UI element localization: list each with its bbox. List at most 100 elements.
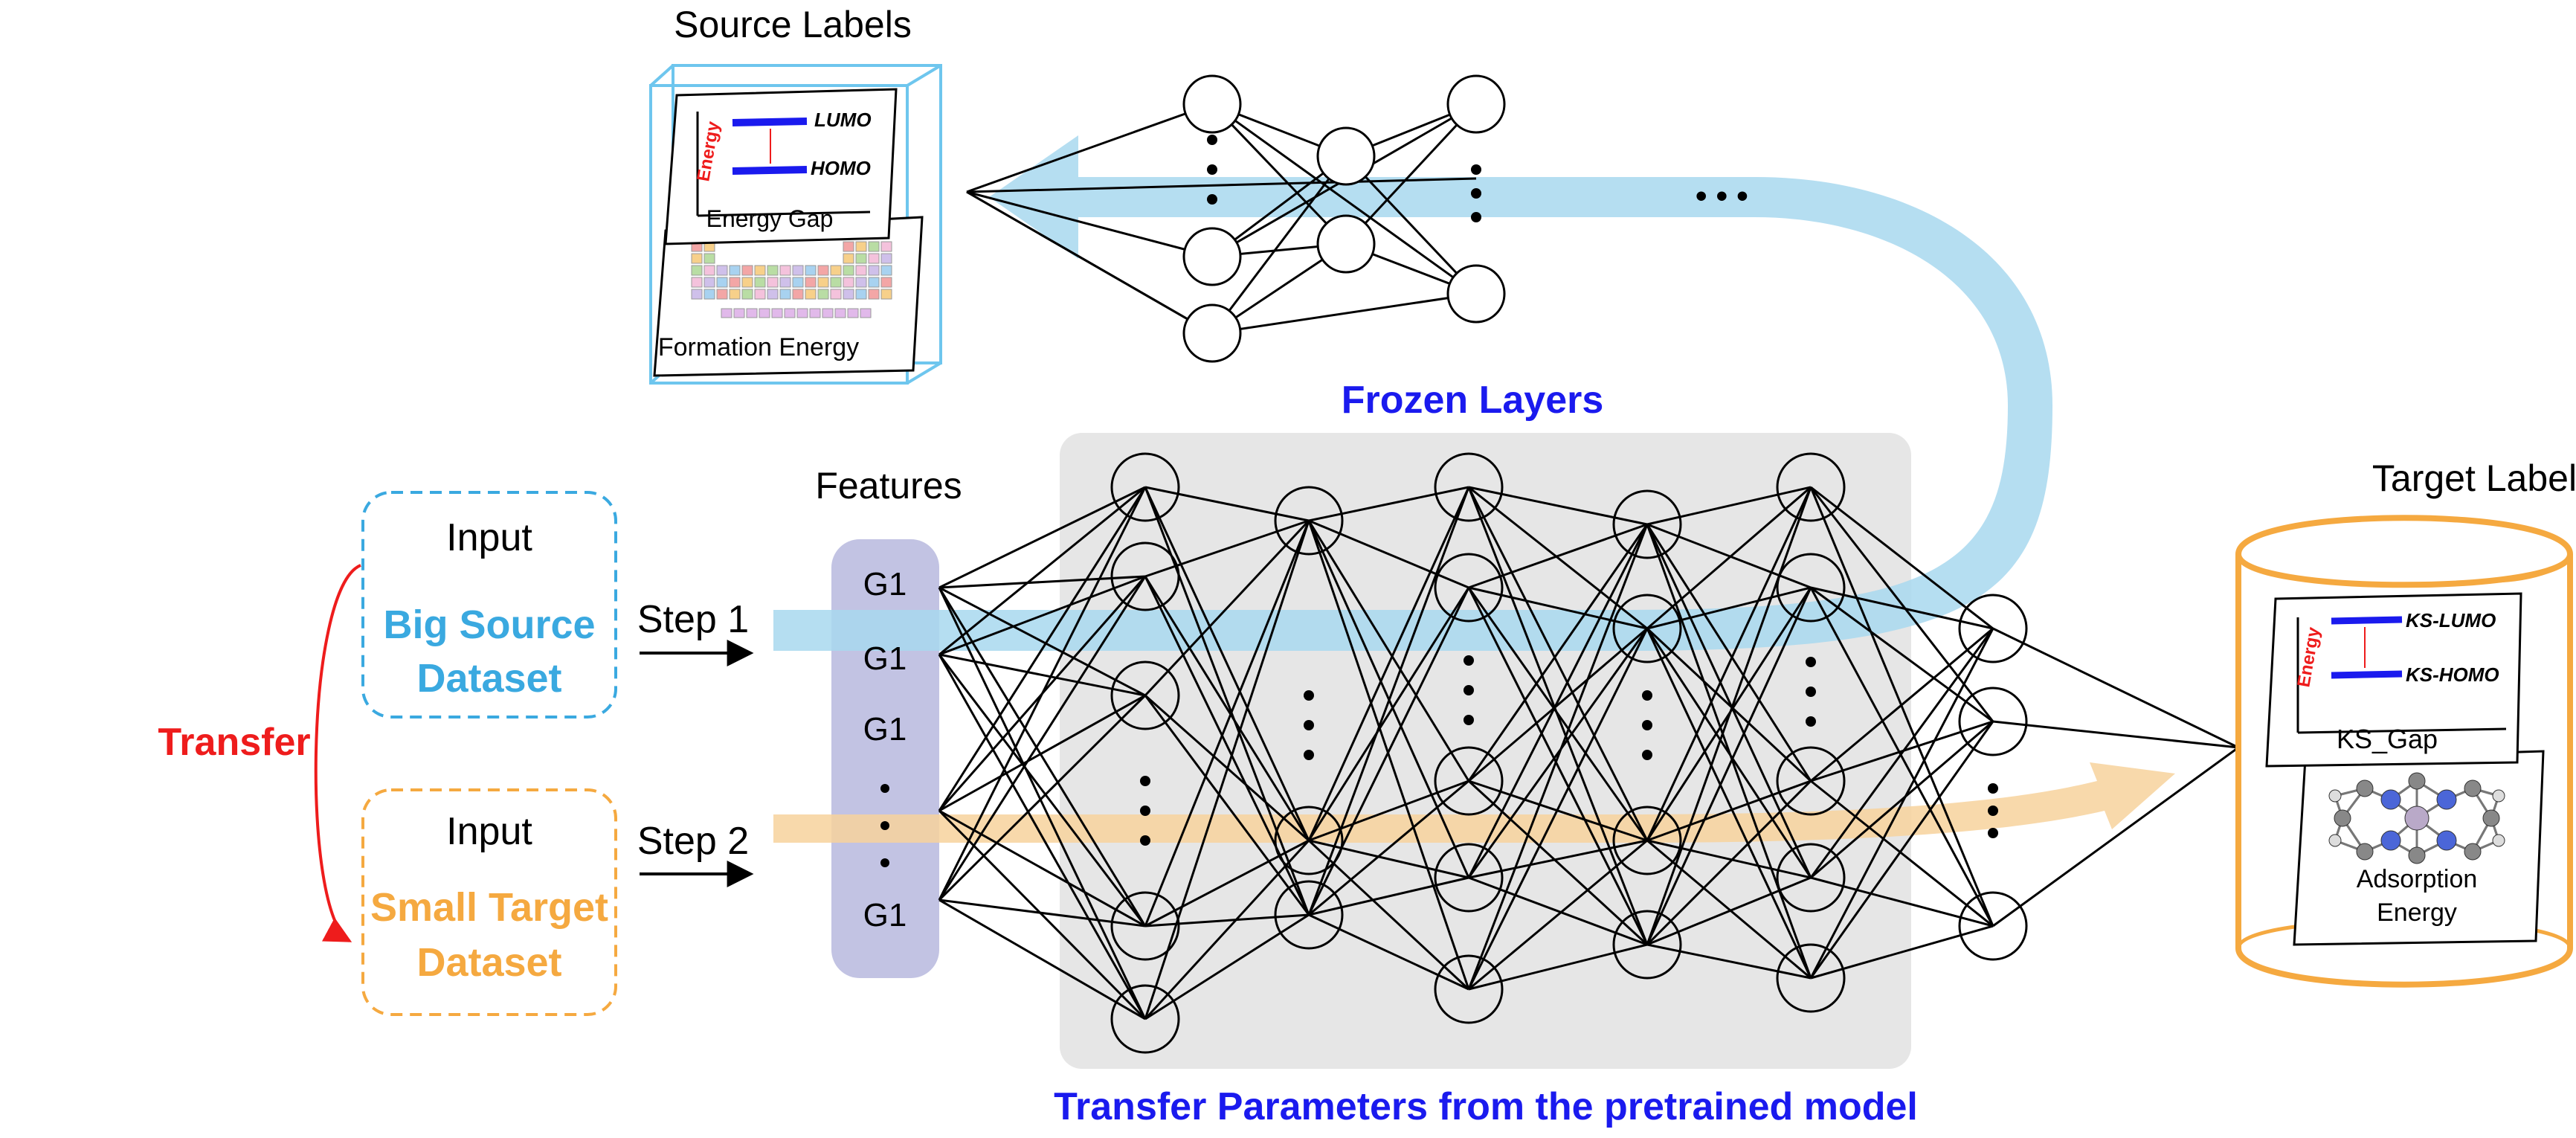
periodic-cell <box>741 265 753 276</box>
ellipsis-dot <box>1464 655 1474 666</box>
lumo-bar <box>732 118 808 126</box>
molecule-atom <box>2464 779 2482 797</box>
network-edge <box>1345 103 1478 245</box>
cylinder-bottom-arc <box>2235 948 2573 988</box>
feature-item: G1 <box>863 640 907 677</box>
network-node <box>1274 486 1344 556</box>
periodic-cell <box>741 289 753 300</box>
network-node <box>1316 126 1376 186</box>
molecule-atom <box>2408 772 2426 790</box>
periodic-cell <box>792 265 804 276</box>
network-edge <box>1211 103 1347 245</box>
network-edge <box>1307 486 1470 916</box>
feature-item: G1 <box>863 711 907 748</box>
network-edge <box>1468 839 1648 991</box>
network-node <box>1612 806 1682 875</box>
molecule-atom <box>2482 809 2500 827</box>
lumo-label: LUMO <box>814 109 872 131</box>
periodic-cell <box>860 308 872 318</box>
ellipsis-dot <box>1642 690 1652 701</box>
periodic-cell <box>721 308 732 318</box>
periodic-cell <box>843 289 854 300</box>
periodic-cell <box>868 277 880 288</box>
ellipsis-dot <box>1304 720 1314 730</box>
network-edge <box>1646 839 1812 879</box>
molecule-atom <box>2334 809 2351 827</box>
network-edge <box>938 694 1146 812</box>
network-node <box>1274 880 1344 950</box>
network-node <box>1434 843 1504 913</box>
periodic-cell <box>746 308 758 318</box>
ellipsis-dot <box>1207 164 1217 175</box>
network-edge <box>1345 155 1478 295</box>
periodic-cell <box>817 265 829 276</box>
ellipsis-dot <box>1471 188 1481 199</box>
periodic-cell <box>767 277 779 288</box>
network-edge <box>1307 839 1470 991</box>
network-edge <box>1467 524 1649 878</box>
network-edge <box>1307 587 1470 841</box>
periodic-cell <box>716 289 728 300</box>
network-edge <box>1646 486 1812 945</box>
network-node <box>1110 891 1180 961</box>
network-node <box>1434 452 1504 522</box>
target-transfer-band <box>773 762 2175 843</box>
network-edge <box>938 898 1146 1020</box>
periodic-cell <box>716 265 728 276</box>
ellipsis-dot <box>1806 657 1816 667</box>
network-edge <box>1468 486 1648 526</box>
periodic-cell <box>880 265 892 276</box>
network-edge <box>1144 576 1310 841</box>
network-edge <box>938 576 1147 901</box>
periodic-cell <box>703 289 715 300</box>
feature-dot <box>880 858 889 867</box>
ellipsis-dot <box>1304 750 1314 760</box>
network-edge <box>1646 779 1812 946</box>
network-edge <box>1144 839 1310 1020</box>
network-edge <box>1646 839 1812 980</box>
periodic-cell <box>767 265 779 276</box>
periodic-cell <box>843 265 854 276</box>
periodic-cell <box>880 241 892 252</box>
molecule-atom <box>2404 806 2430 831</box>
cube-edge <box>906 64 942 87</box>
network-edge <box>1144 913 1310 1020</box>
network-edge <box>938 486 1146 589</box>
network-edge <box>1467 524 1649 782</box>
periodic-cell <box>703 265 715 276</box>
ks-axis-x <box>2297 727 2507 734</box>
feature-item: G1 <box>863 566 907 602</box>
network-node <box>1434 954 1504 1024</box>
periodic-cell <box>691 277 703 288</box>
cylinder-top-arc <box>2235 515 2574 588</box>
periodic-cell <box>691 289 703 300</box>
big-source-line1: Big Source <box>383 602 595 647</box>
network-edge <box>1144 520 1310 1020</box>
big-source-line2: Dataset <box>416 656 561 701</box>
adsorption-line2: Energy <box>2377 898 2457 927</box>
ellipsis-dot <box>1207 135 1217 145</box>
features-title: Features <box>815 465 962 507</box>
network-edge <box>1809 486 1994 722</box>
network-edge <box>1468 523 1648 589</box>
step2-label: Step 2 <box>637 820 749 863</box>
network-edge <box>938 587 1147 927</box>
energy-gap-label: Energy Gap <box>706 205 834 232</box>
main-network-nodes <box>1110 452 2028 1054</box>
network-node <box>1182 74 1242 134</box>
network-edge <box>1144 695 1310 916</box>
ellipsis-dot <box>1304 690 1314 701</box>
periodic-cell <box>759 308 770 318</box>
cube-edge <box>649 64 674 87</box>
network-edge <box>938 654 1147 927</box>
transfer-label: Transfer <box>158 721 310 764</box>
periodic-cell <box>817 277 829 288</box>
molecule-atom <box>2436 789 2457 810</box>
ellipsis-dot <box>1471 164 1481 175</box>
periodic-cell <box>880 253 892 264</box>
periodic-cell <box>691 265 703 276</box>
ellipsis-dot <box>1464 685 1474 695</box>
network-node <box>1316 214 1376 274</box>
network-edge <box>1308 779 1469 842</box>
periodic-table <box>691 241 892 318</box>
